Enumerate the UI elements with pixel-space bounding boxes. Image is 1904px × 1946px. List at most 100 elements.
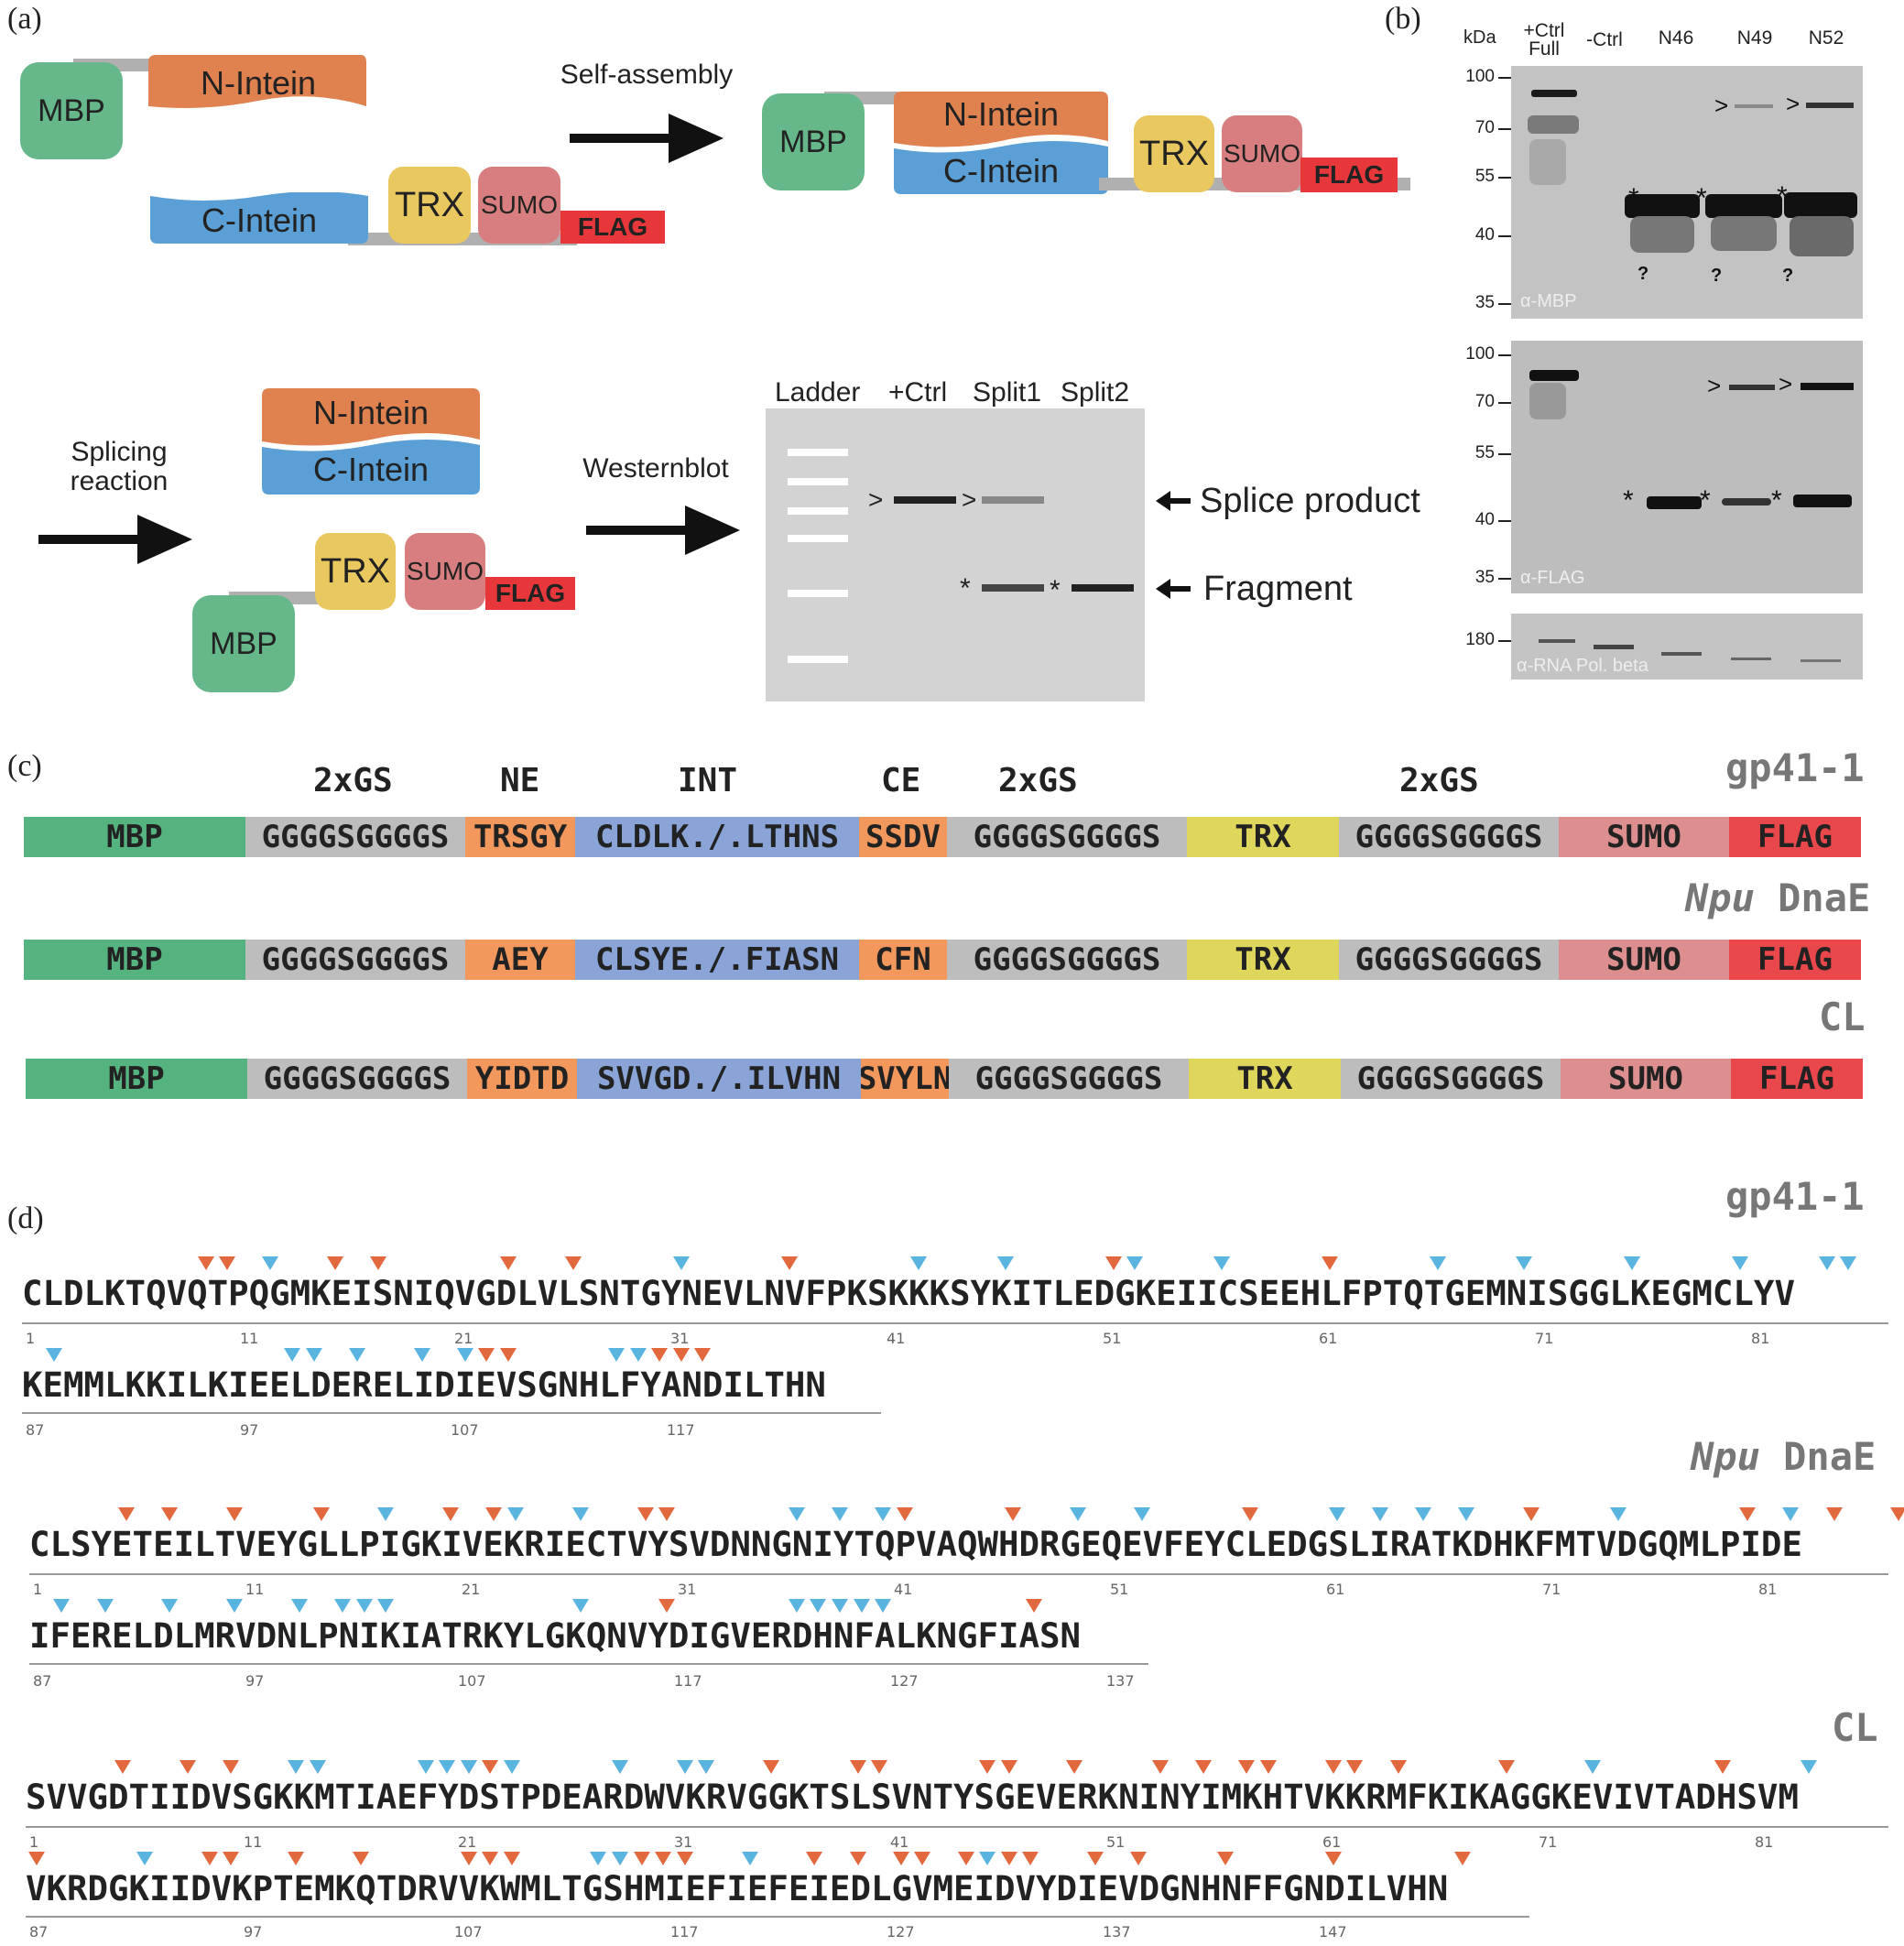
- residue-marker-orange: [658, 1599, 675, 1613]
- splicing-label-line1: Splicing: [37, 438, 201, 467]
- ladder-band: [788, 449, 848, 456]
- residue-marker-blue: [414, 1348, 430, 1362]
- seg-linker: GGGGSGGGGS: [1339, 817, 1559, 857]
- residue-marker-orange: [979, 1760, 996, 1774]
- seg-linker: GGGGSGGGGS: [947, 817, 1187, 857]
- flag-blot-label: α-FLAG: [1520, 568, 1584, 589]
- residue-marker-orange: [313, 1507, 330, 1521]
- residue-marker-orange: [1087, 1852, 1104, 1865]
- residue-marker-orange: [1325, 1852, 1342, 1865]
- residue-marker-orange: [180, 1760, 196, 1774]
- residue-marker-blue: [356, 1599, 373, 1613]
- right-arrow-icon: [38, 511, 192, 570]
- ruler: [26, 1826, 1888, 1828]
- question-marker: ?: [1637, 264, 1648, 285]
- kda-tick: 70: [1440, 392, 1495, 412]
- residue-marker-orange: [893, 1852, 909, 1865]
- sequence-cl-line1: SVVGDTIIDVSGKKMTIAEFYDSTPDEARDWVKRVGGKTS…: [26, 1777, 1799, 1817]
- residue-marker-blue: [1415, 1507, 1431, 1521]
- residue-marker-blue: [136, 1852, 153, 1865]
- right-arrow-icon: [570, 110, 724, 169]
- gt-marker: >: [1786, 90, 1800, 118]
- residue-marker-blue: [349, 1348, 365, 1362]
- seg-trx: TRX: [1187, 940, 1339, 980]
- tick-label: 61: [1326, 1581, 1344, 1598]
- ladder-band: [788, 478, 848, 485]
- residue-marker-blue: [789, 1599, 805, 1613]
- seg-mbp: MBP: [24, 940, 245, 980]
- band: [1539, 639, 1575, 643]
- band: [1801, 659, 1841, 662]
- residue-marker-orange: [651, 1348, 668, 1362]
- header-2xgs: 2xGS: [313, 762, 393, 799]
- kda-tick: 35: [1440, 293, 1495, 313]
- tick-label: 107: [451, 1421, 479, 1439]
- residue-marker-orange: [1454, 1852, 1471, 1865]
- residue-marker-blue: [288, 1760, 304, 1774]
- flag-box: FLAG: [1300, 158, 1398, 192]
- band: [1529, 370, 1579, 381]
- residue-marker-orange: [198, 1256, 214, 1270]
- residue-marker-orange: [478, 1348, 495, 1362]
- ladder-band: [788, 656, 848, 663]
- splicing-label-line2: reaction: [37, 467, 201, 496]
- residue-marker-orange: [201, 1852, 218, 1865]
- trx-box: TRX: [388, 167, 471, 244]
- residue-marker-blue: [334, 1599, 351, 1613]
- residue-marker-blue: [810, 1599, 826, 1613]
- kda-tick: 40: [1440, 225, 1495, 245]
- residue-marker-orange: [763, 1760, 779, 1774]
- residue-marker-orange: [1242, 1507, 1258, 1521]
- trx-box: TRX: [315, 533, 396, 610]
- band: [1806, 103, 1854, 108]
- mbp-box: MBP: [762, 93, 865, 190]
- tick-label: 21: [462, 1581, 480, 1598]
- band: [1661, 652, 1702, 656]
- question-marker: ?: [1782, 266, 1793, 287]
- tick-label: 1: [26, 1330, 35, 1347]
- residue-marker-blue: [832, 1507, 848, 1521]
- residue-marker-orange: [500, 1348, 517, 1362]
- residue-marker-orange: [288, 1852, 304, 1865]
- residue-marker-blue: [97, 1599, 114, 1613]
- residue-marker-blue: [854, 1599, 870, 1613]
- residue-marker-orange: [1217, 1852, 1234, 1865]
- right-arrow-icon: [586, 502, 740, 560]
- band: [1531, 90, 1577, 97]
- residue-marker-orange: [327, 1256, 343, 1270]
- band: [1784, 192, 1857, 218]
- question-marker: ?: [1711, 266, 1722, 287]
- residue-marker-orange: [565, 1256, 582, 1270]
- smear: [1529, 383, 1566, 419]
- tick-label: 51: [1106, 1833, 1125, 1851]
- kda-tick: 35: [1440, 568, 1495, 588]
- tick-label: 117: [674, 1672, 702, 1690]
- band: [1647, 496, 1702, 509]
- residue-marker-orange: [897, 1507, 913, 1521]
- seg-linker: GGGGSGGGGS: [245, 817, 465, 857]
- seg-flag: FLAG: [1729, 817, 1861, 857]
- tick-label: 137: [1103, 1923, 1131, 1941]
- seg-sumo: SUMO: [1559, 940, 1729, 980]
- seg-intein: SVVGD./.ILVHN: [577, 1059, 861, 1099]
- tick-label: 41: [887, 1330, 905, 1347]
- splicing-reaction-label: Splicing reaction: [37, 438, 201, 496]
- residue-marker-orange: [673, 1348, 690, 1362]
- tick-label: 107: [458, 1672, 486, 1690]
- smear: [1630, 216, 1694, 253]
- residue-marker-blue: [1584, 1760, 1601, 1774]
- header-2xgs: 2xGS: [998, 762, 1078, 799]
- seg-flag: FLAG: [1729, 940, 1861, 980]
- seg-c-extein: CFN: [859, 940, 947, 980]
- residue-marker-orange: [658, 1507, 675, 1521]
- seg-n-extein: AEY: [465, 940, 575, 980]
- residue-marker-blue: [1782, 1507, 1799, 1521]
- ruler: [26, 1916, 1529, 1918]
- kda-tick: 55: [1440, 443, 1495, 463]
- residue-marker-orange: [781, 1256, 798, 1270]
- seg-c-extein: SVYLN: [861, 1059, 949, 1099]
- mbp-box: MBP: [20, 62, 123, 159]
- tick-label: 87: [29, 1923, 48, 1941]
- residue-marker-orange: [118, 1507, 135, 1521]
- star-marker: *: [1771, 485, 1782, 516]
